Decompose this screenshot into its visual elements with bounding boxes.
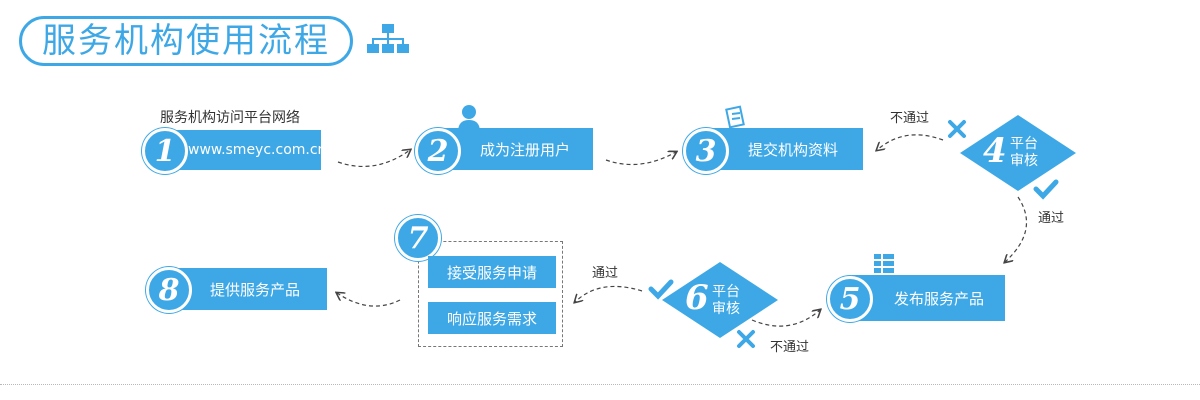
sitemap-icon <box>367 24 409 53</box>
step4-diamond <box>960 115 1076 191</box>
bottom-divider <box>0 384 1200 385</box>
step8-label: 提供服务产品 <box>210 280 301 299</box>
step1-number: 1 <box>142 128 188 174</box>
page-title: 服务机构使用流程 <box>19 16 353 66</box>
cross-icon <box>948 120 966 138</box>
step4-line1: 平台 <box>1010 136 1038 152</box>
step2-number: 2 <box>415 128 461 174</box>
step6-diamond <box>662 262 778 338</box>
step6-line2: 审核 <box>712 301 740 317</box>
step3-bar: 提交机构资料 <box>708 128 863 170</box>
user-icon <box>458 105 480 132</box>
step6-number: 6 <box>685 278 709 318</box>
step7-number: 7 <box>395 215 441 261</box>
list-icon <box>874 254 894 273</box>
step6-fail-label: 不通过 <box>770 340 810 355</box>
step8-number: 8 <box>146 267 192 313</box>
step1-bar: www.smeyc.com.cn <box>168 130 326 170</box>
step7-group <box>418 241 563 347</box>
step2-bar: 成为注册用户 <box>442 128 593 170</box>
step7-item2: 响应服务需求 <box>428 302 556 334</box>
step5-number: 5 <box>827 276 873 322</box>
cross-icon <box>737 330 755 348</box>
step4-number: 4 <box>983 131 1007 171</box>
step3-number: 3 <box>683 128 729 174</box>
check-icon <box>1033 179 1059 200</box>
step7-item1-label: 接受服务申请 <box>446 263 537 282</box>
step8-bar: 提供服务产品 <box>172 268 327 310</box>
step5-bar: 发布服务产品 <box>852 275 1005 321</box>
step1-label: www.smeyc.com.cn <box>188 142 327 158</box>
step1-caption: 服务机构访问平台网络 <box>160 110 300 126</box>
step4-line2: 审核 <box>1010 153 1038 169</box>
step6-line1: 平台 <box>712 284 740 300</box>
check-icon <box>648 279 674 300</box>
step4-fail-label: 不通过 <box>890 111 930 126</box>
step7-item2-label: 响应服务需求 <box>446 309 537 328</box>
step6-pass-label: 通过 <box>592 266 619 281</box>
step7-item1: 接受服务申请 <box>428 256 556 288</box>
step3-label: 提交机构资料 <box>748 140 839 159</box>
step5-label: 发布服务产品 <box>894 289 985 308</box>
document-icon <box>725 105 745 129</box>
step4-pass-label: 通过 <box>1038 211 1065 226</box>
step2-label: 成为注册用户 <box>480 140 571 159</box>
